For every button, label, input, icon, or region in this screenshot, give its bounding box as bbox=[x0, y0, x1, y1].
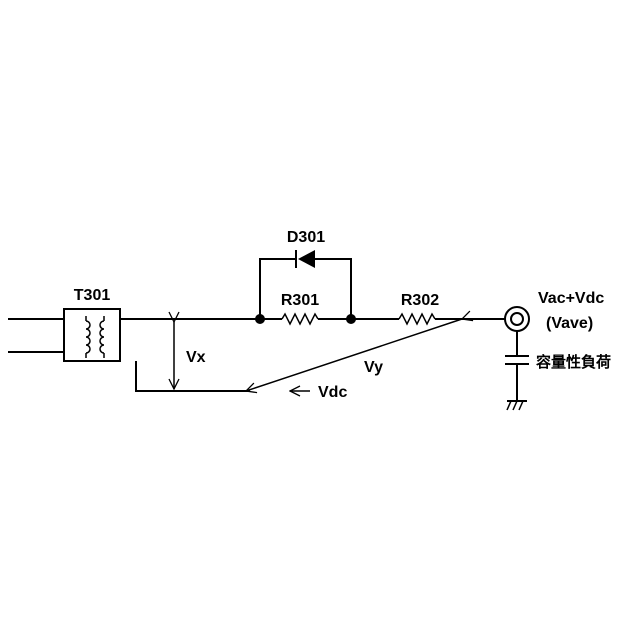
diode-icon bbox=[298, 250, 315, 268]
resistor-r302-label: R302 bbox=[401, 292, 439, 309]
transformer-box bbox=[64, 309, 120, 361]
output-terminal: Vac+Vdc (Vave) bbox=[505, 290, 604, 332]
ground-icon bbox=[507, 401, 527, 410]
output-label: Vac+Vdc bbox=[538, 290, 604, 307]
output-sublabel: (Vave) bbox=[546, 315, 593, 332]
resistor-r302-icon bbox=[399, 314, 435, 324]
resistor-r301-icon bbox=[282, 314, 318, 324]
vx-label: Vx bbox=[186, 349, 206, 366]
diode-branch-left bbox=[260, 259, 296, 319]
load-label: 容量性負荷 bbox=[535, 353, 611, 371]
output-terminal-inner bbox=[511, 313, 523, 325]
diode-branch-right bbox=[315, 259, 351, 319]
capacitive-load: 容量性負荷 bbox=[505, 331, 611, 410]
transformer-label: T301 bbox=[74, 287, 111, 304]
vy-label: Vy bbox=[364, 359, 383, 376]
vy-arrow bbox=[246, 319, 462, 391]
resistor-r301-label: R301 bbox=[281, 292, 319, 309]
vdc-label: Vdc bbox=[318, 384, 347, 401]
diode-resistor-network: D301 R301 bbox=[255, 229, 356, 324]
diode-label: D301 bbox=[287, 229, 325, 246]
transformer-t301: T301 bbox=[64, 287, 120, 361]
junction-dot-left bbox=[255, 314, 265, 324]
